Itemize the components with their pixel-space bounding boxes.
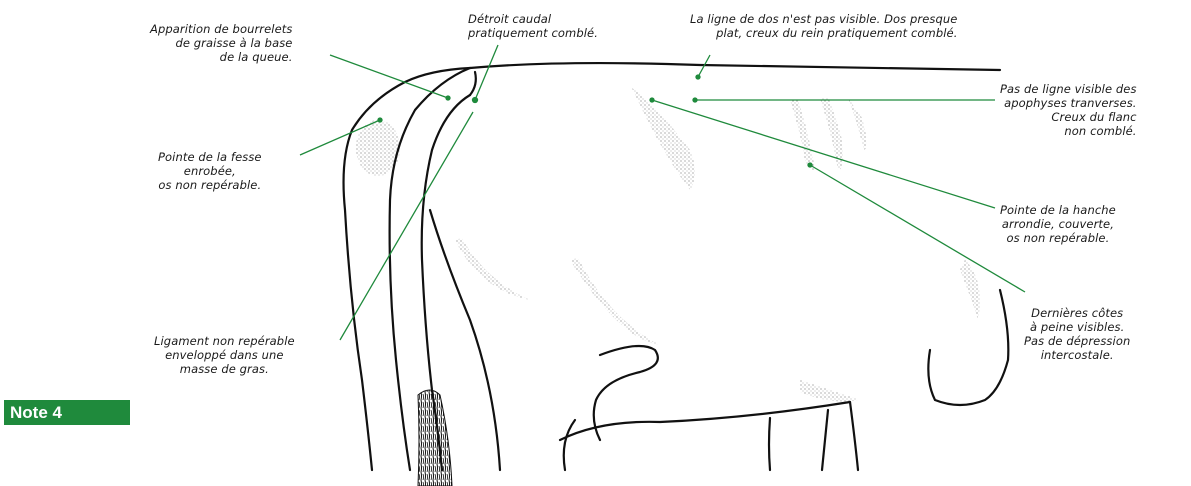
leader-dot-bourrelets [446,96,450,100]
shading [356,88,980,401]
leader-dot-hanche [650,98,654,102]
belly-shading [800,380,860,401]
label-cotes: Dernières côtes à peine visibles. Pas de… [1024,306,1130,362]
leader-hanche [652,100,995,208]
label-ligament: Ligament non repérable enveloppé dans un… [154,334,295,376]
label-ligne-dos: La ligne de dos n'est pas visible. Dos p… [690,12,957,40]
flank-shading [570,258,660,345]
thigh-shading [455,238,530,300]
label-pointe-fesse: Pointe de la fesse enrobée, os non repér… [158,150,262,192]
label-detroit: Détroit caudal pratiquement comblé. [468,12,598,40]
rib-shading-1 [790,100,815,171]
leader-lines [300,45,1025,340]
leader-dot-ligne-dos [696,75,700,79]
leader-dot-pointe-fesse [378,118,382,122]
rib-lower-shading [960,260,980,320]
label-hanche: Pointe de la hanche arrondie, couverte, … [1000,203,1116,245]
rib-shading-3 [848,98,867,150]
leader-dot-detroit [473,98,478,103]
leader-detroit [475,45,498,100]
leader-dot-apophyses [693,98,697,102]
label-bourrelets: Apparition de bourrelets de graisse à la… [150,22,292,64]
note-badge: Note 4 [4,400,130,425]
label-apophyses: Pas de ligne visible des apophyses tranv… [1000,82,1137,138]
leader-dot-cotes [808,163,812,167]
